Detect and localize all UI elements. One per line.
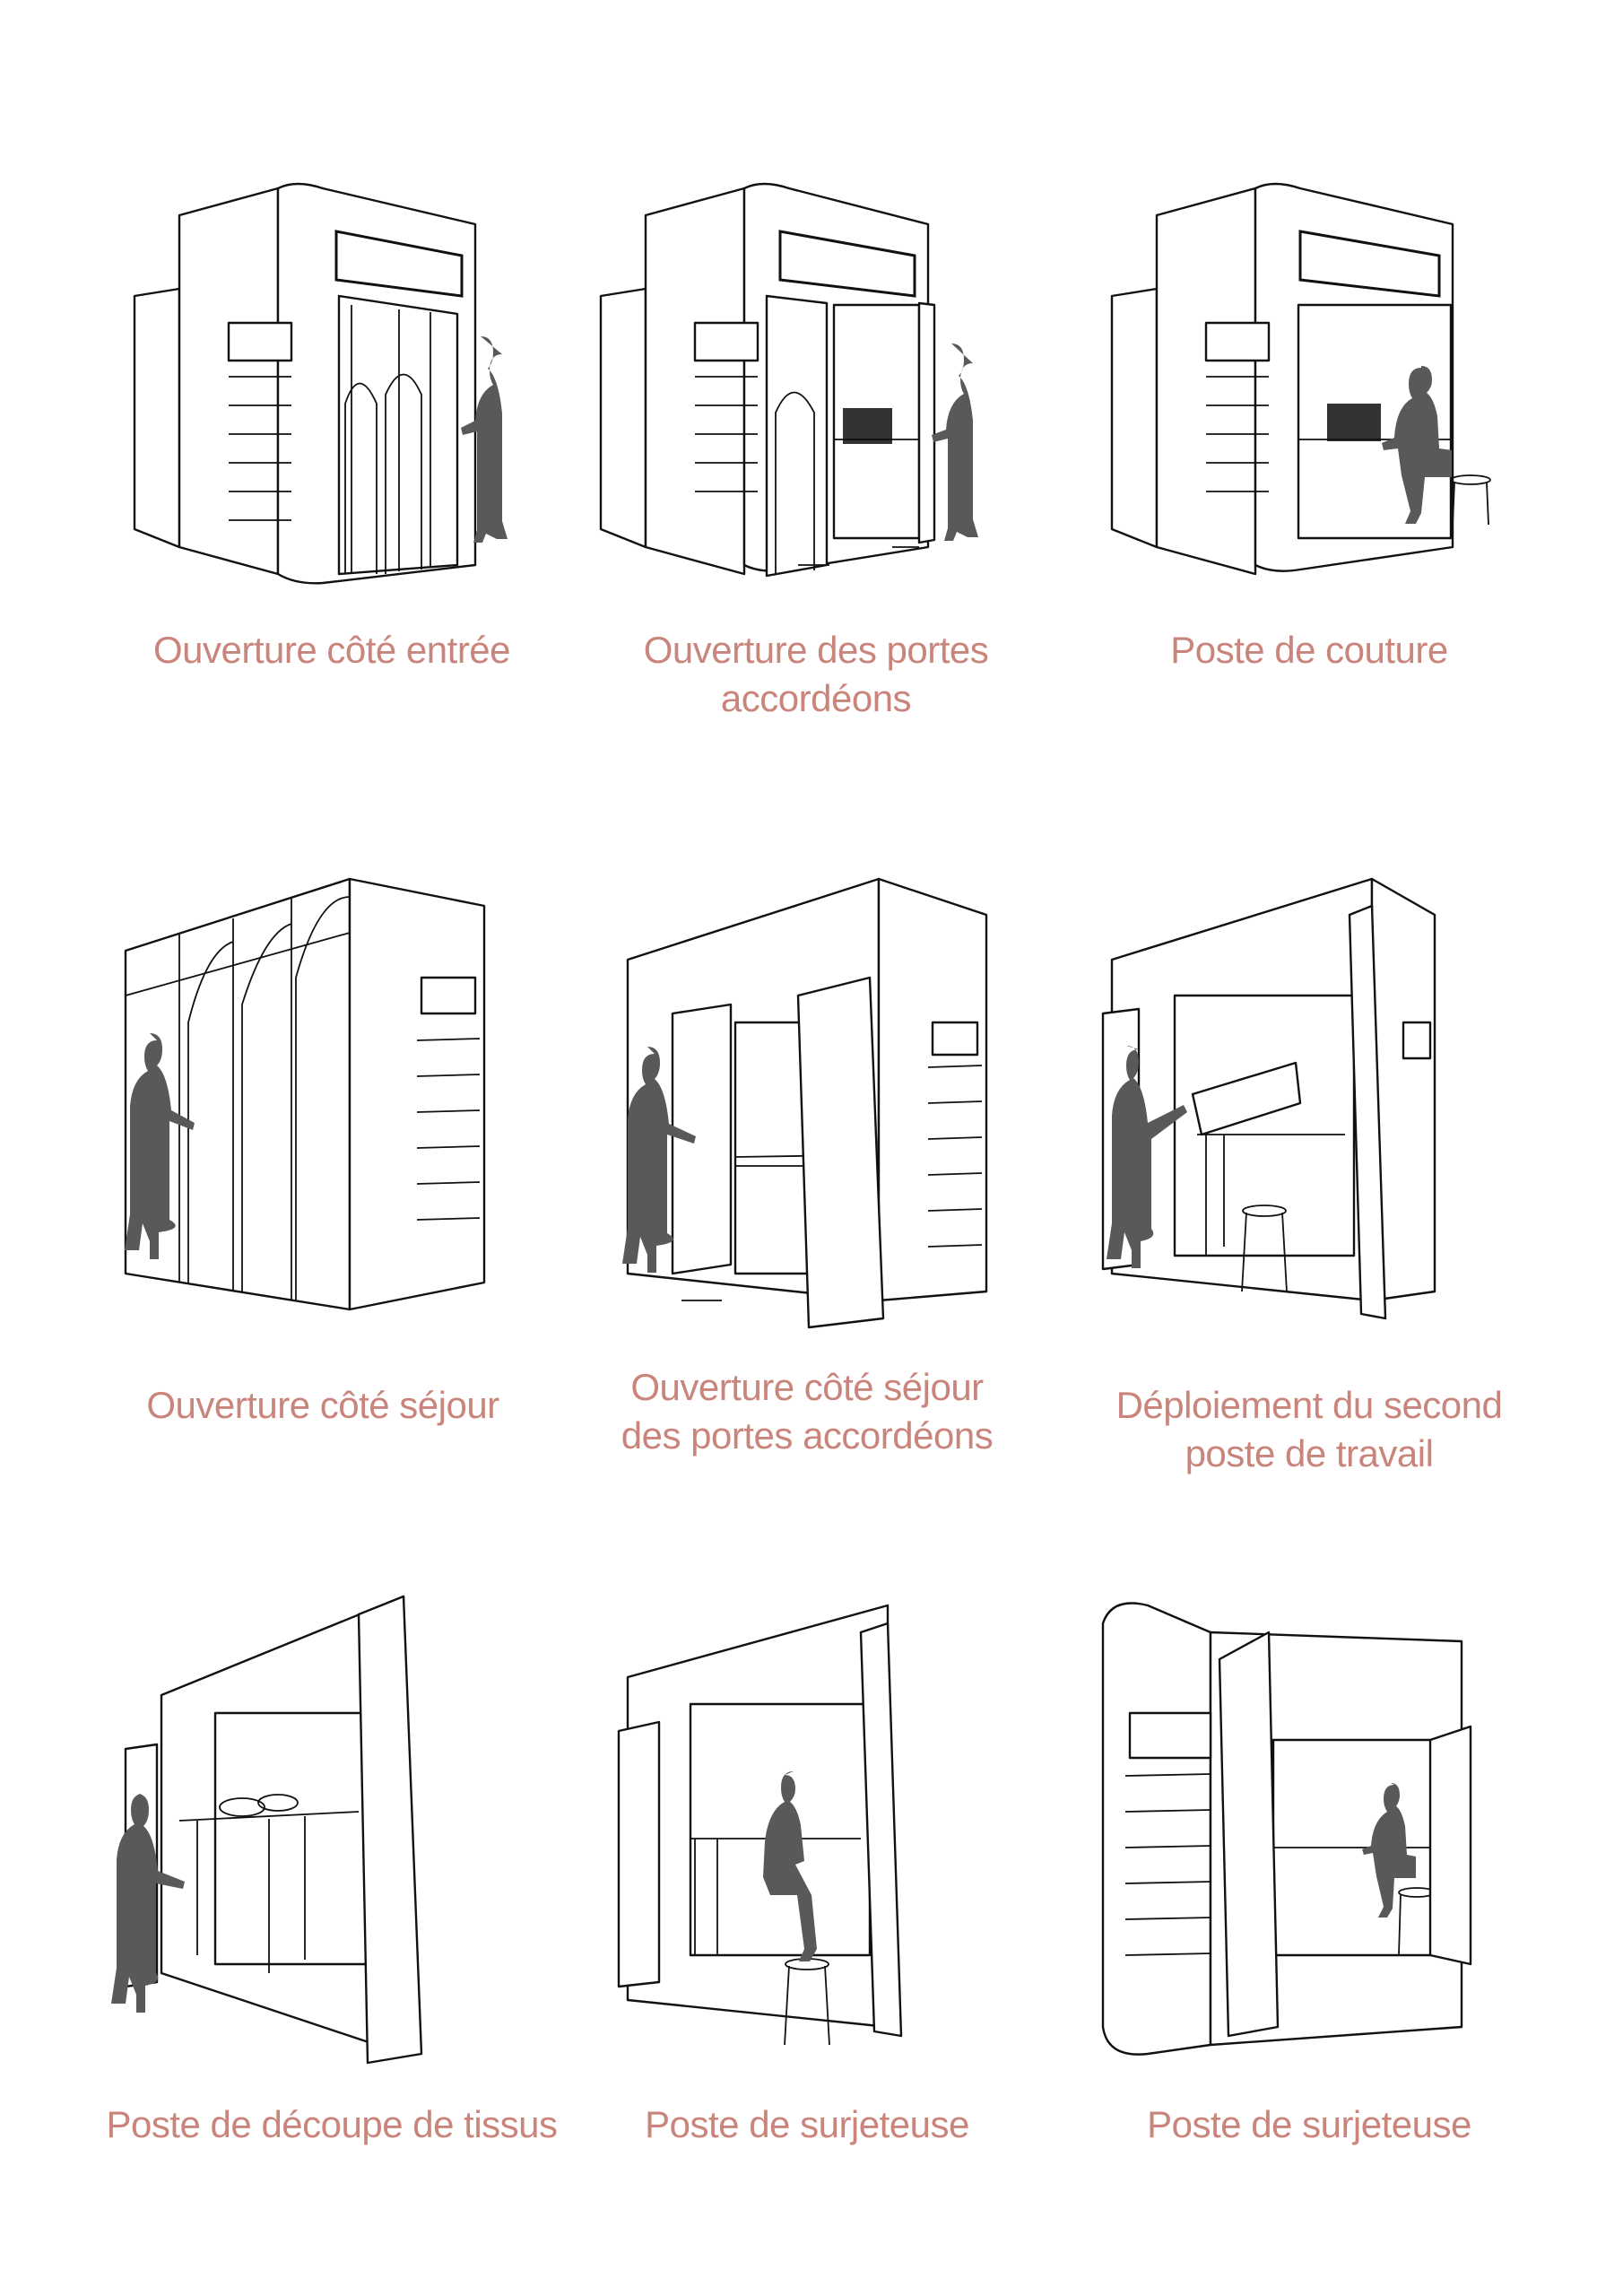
panel-entry-opening: Ouverture côté entrée [117, 170, 547, 671]
panel-caption: Ouverture côté séjour [146, 1384, 499, 1426]
cabinet-drawing [622, 877, 988, 1329]
cabinet-drawing [617, 1604, 903, 2046]
panel-living-side-opening: Ouverture côté séjour [90, 861, 556, 1426]
cabinet-drawing [1101, 1602, 1472, 2056]
panel-fabric-cutting-station: Poste de découpe de tissus [90, 1578, 574, 2145]
cabinet-drawing [1110, 182, 1491, 576]
cabinet-drawing [111, 1595, 423, 2065]
panel-caption: Poste de surjeteuse [1147, 2103, 1471, 2145]
panel-accordion-doors-opening: Ouverture des portes accordéons [583, 170, 1049, 719]
cabinet-drawing [599, 182, 978, 578]
panel-caption: Poste de surjeteuse [645, 2103, 969, 2145]
cabinet-drawing [124, 877, 486, 1311]
panel-caption: Ouverture des portes accordéons [643, 629, 989, 719]
panel-caption: Ouverture côté entrée [152, 629, 511, 671]
panel-overlocker-station-side: Poste de surjeteuse [1076, 1578, 1542, 2145]
cabinet-drawing [1101, 877, 1436, 1320]
panel-sewing-station: Poste de couture [1094, 170, 1524, 671]
cabinet-drawing [133, 182, 508, 585]
panel-overlocker-station-front: Poste de surjeteuse [592, 1578, 1022, 2145]
panel-caption: Poste de découpe de tissus [106, 2103, 558, 2145]
panel-caption: Poste de couture [1170, 629, 1448, 671]
